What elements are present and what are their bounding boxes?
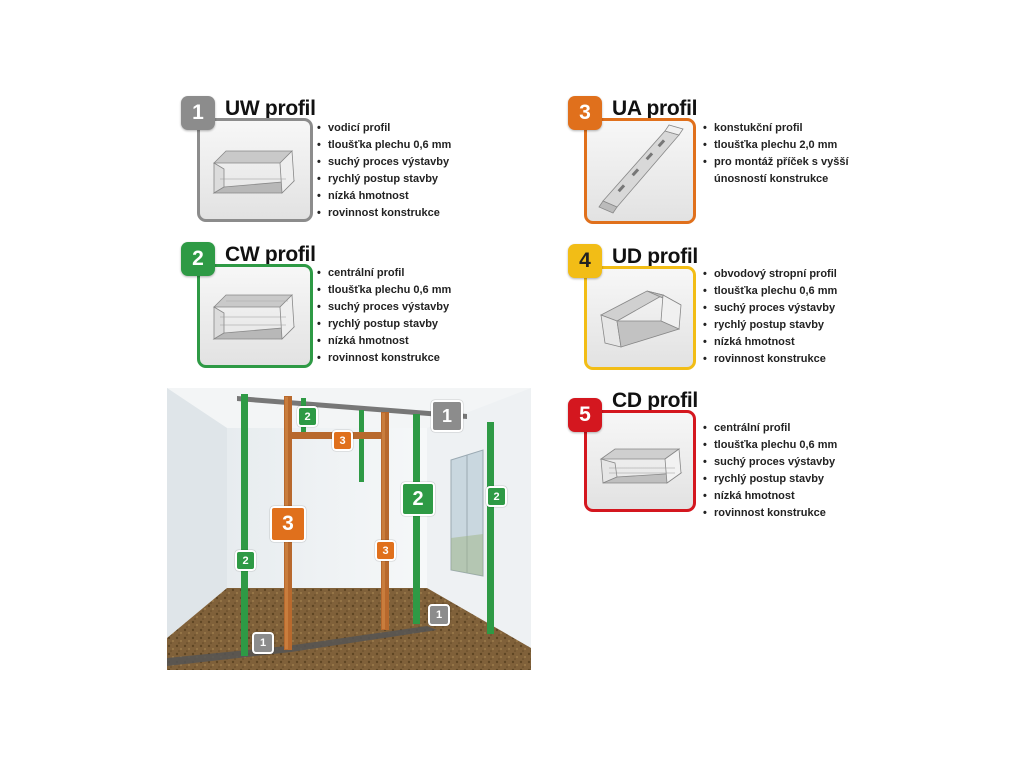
feature-item: •vodicí profil [317,122,391,134]
cw-marker-top: 2 [297,406,318,427]
feature-item: •nízká hmotnost [703,336,795,348]
ud-feature-list: •obvodový stropní profil •tloušťka plech… [703,266,837,368]
ud-channel-icon [600,290,682,348]
uw-profile-image [197,118,313,222]
feature-item: •nízká hmotnost [703,490,795,502]
feature-item: •konstukční profil [703,122,803,134]
feature-item: •suchý proces výstavby [703,456,836,468]
uw-channel-icon [212,150,296,194]
ua-profile-image [584,118,696,224]
feature-item: •rychlý postup stavby [317,318,439,330]
cd-title: CD profil [612,389,698,412]
feature-item: •suchý proces výstavby [703,302,836,314]
ua-feature-list: •konstukční profil •tloušťka plechu 2,0 … [703,120,849,188]
uw-title: UW profil [225,97,316,120]
ua-number-badge: 3 [568,96,602,130]
feature-item: •rovinnost konstrukce [317,207,440,219]
cw-marker-large: 2 [401,482,435,516]
feature-item: •nízká hmotnost [317,335,409,347]
uw-marker-top: 1 [431,400,463,432]
feature-item: •centrální profil [317,267,405,279]
feature-item: •tloušťka plechu 0,6 mm [703,439,838,451]
cw-feature-list: •centrální profil •tloušťka plechu 0,6 m… [317,265,451,367]
room-scene [167,388,531,670]
ua-marker-right: 3 [375,540,396,561]
cw-profile-image [197,264,313,368]
feature-item: •obvodový stropní profil [703,268,837,280]
cd-channel-icon [599,448,683,484]
feature-item: •rychlý postup stavby [317,173,439,185]
feature-item: •rychlý postup stavby [703,319,825,331]
feature-item: •rychlý postup stavby [703,473,825,485]
cd-feature-list: •centrální profil •tloušťka plechu 0,6 m… [703,420,837,522]
uw-feature-list: •vodicí profil •tloušťka plechu 0,6 mm •… [317,120,451,222]
ua-marker-top: 3 [332,430,353,451]
ud-title: UD profil [612,245,698,268]
ud-number-badge: 4 [568,244,602,278]
partition-framing-illustration: 1 1 1 2 2 2 2 3 3 3 [167,388,531,670]
feature-item: •suchý proces výstavby [317,301,450,313]
ud-profile-image [584,266,696,370]
cw-marker-left: 2 [235,550,256,571]
feature-item: •tloušťka plechu 0,6 mm [703,285,838,297]
cw-title: CW profil [225,243,316,266]
feature-item: •rovinnost konstrukce [703,353,826,365]
feature-item: •nízká hmotnost [317,190,409,202]
cd-number-badge: 5 [568,398,602,432]
feature-item: •tloušťka plechu 0,6 mm [317,139,452,151]
feature-item: •rovinnost konstrukce [317,352,440,364]
feature-item: •centrální profil [703,422,791,434]
feature-item: únosností konstrukce [714,173,829,185]
uw-marker-bottom-right: 1 [428,604,450,626]
feature-item: •suchý proces výstavby [317,156,450,168]
uw-number-badge: 1 [181,96,215,130]
cd-profile-image [584,410,696,512]
uw-marker-bottom-left: 1 [252,632,274,654]
ua-perforated-channel-icon [598,124,684,214]
feature-item: •rovinnost konstrukce [703,507,826,519]
feature-item: •tloušťka plechu 2,0 mm [703,139,838,151]
feature-item: •tloušťka plechu 0,6 mm [317,284,452,296]
cw-marker-right: 2 [486,486,507,507]
ua-marker-large: 3 [270,506,306,542]
cw-channel-icon [212,294,296,340]
feature-item: •pro montáž příček s vyšší [703,156,849,168]
cw-number-badge: 2 [181,242,215,276]
ua-title: UA profil [612,97,698,120]
